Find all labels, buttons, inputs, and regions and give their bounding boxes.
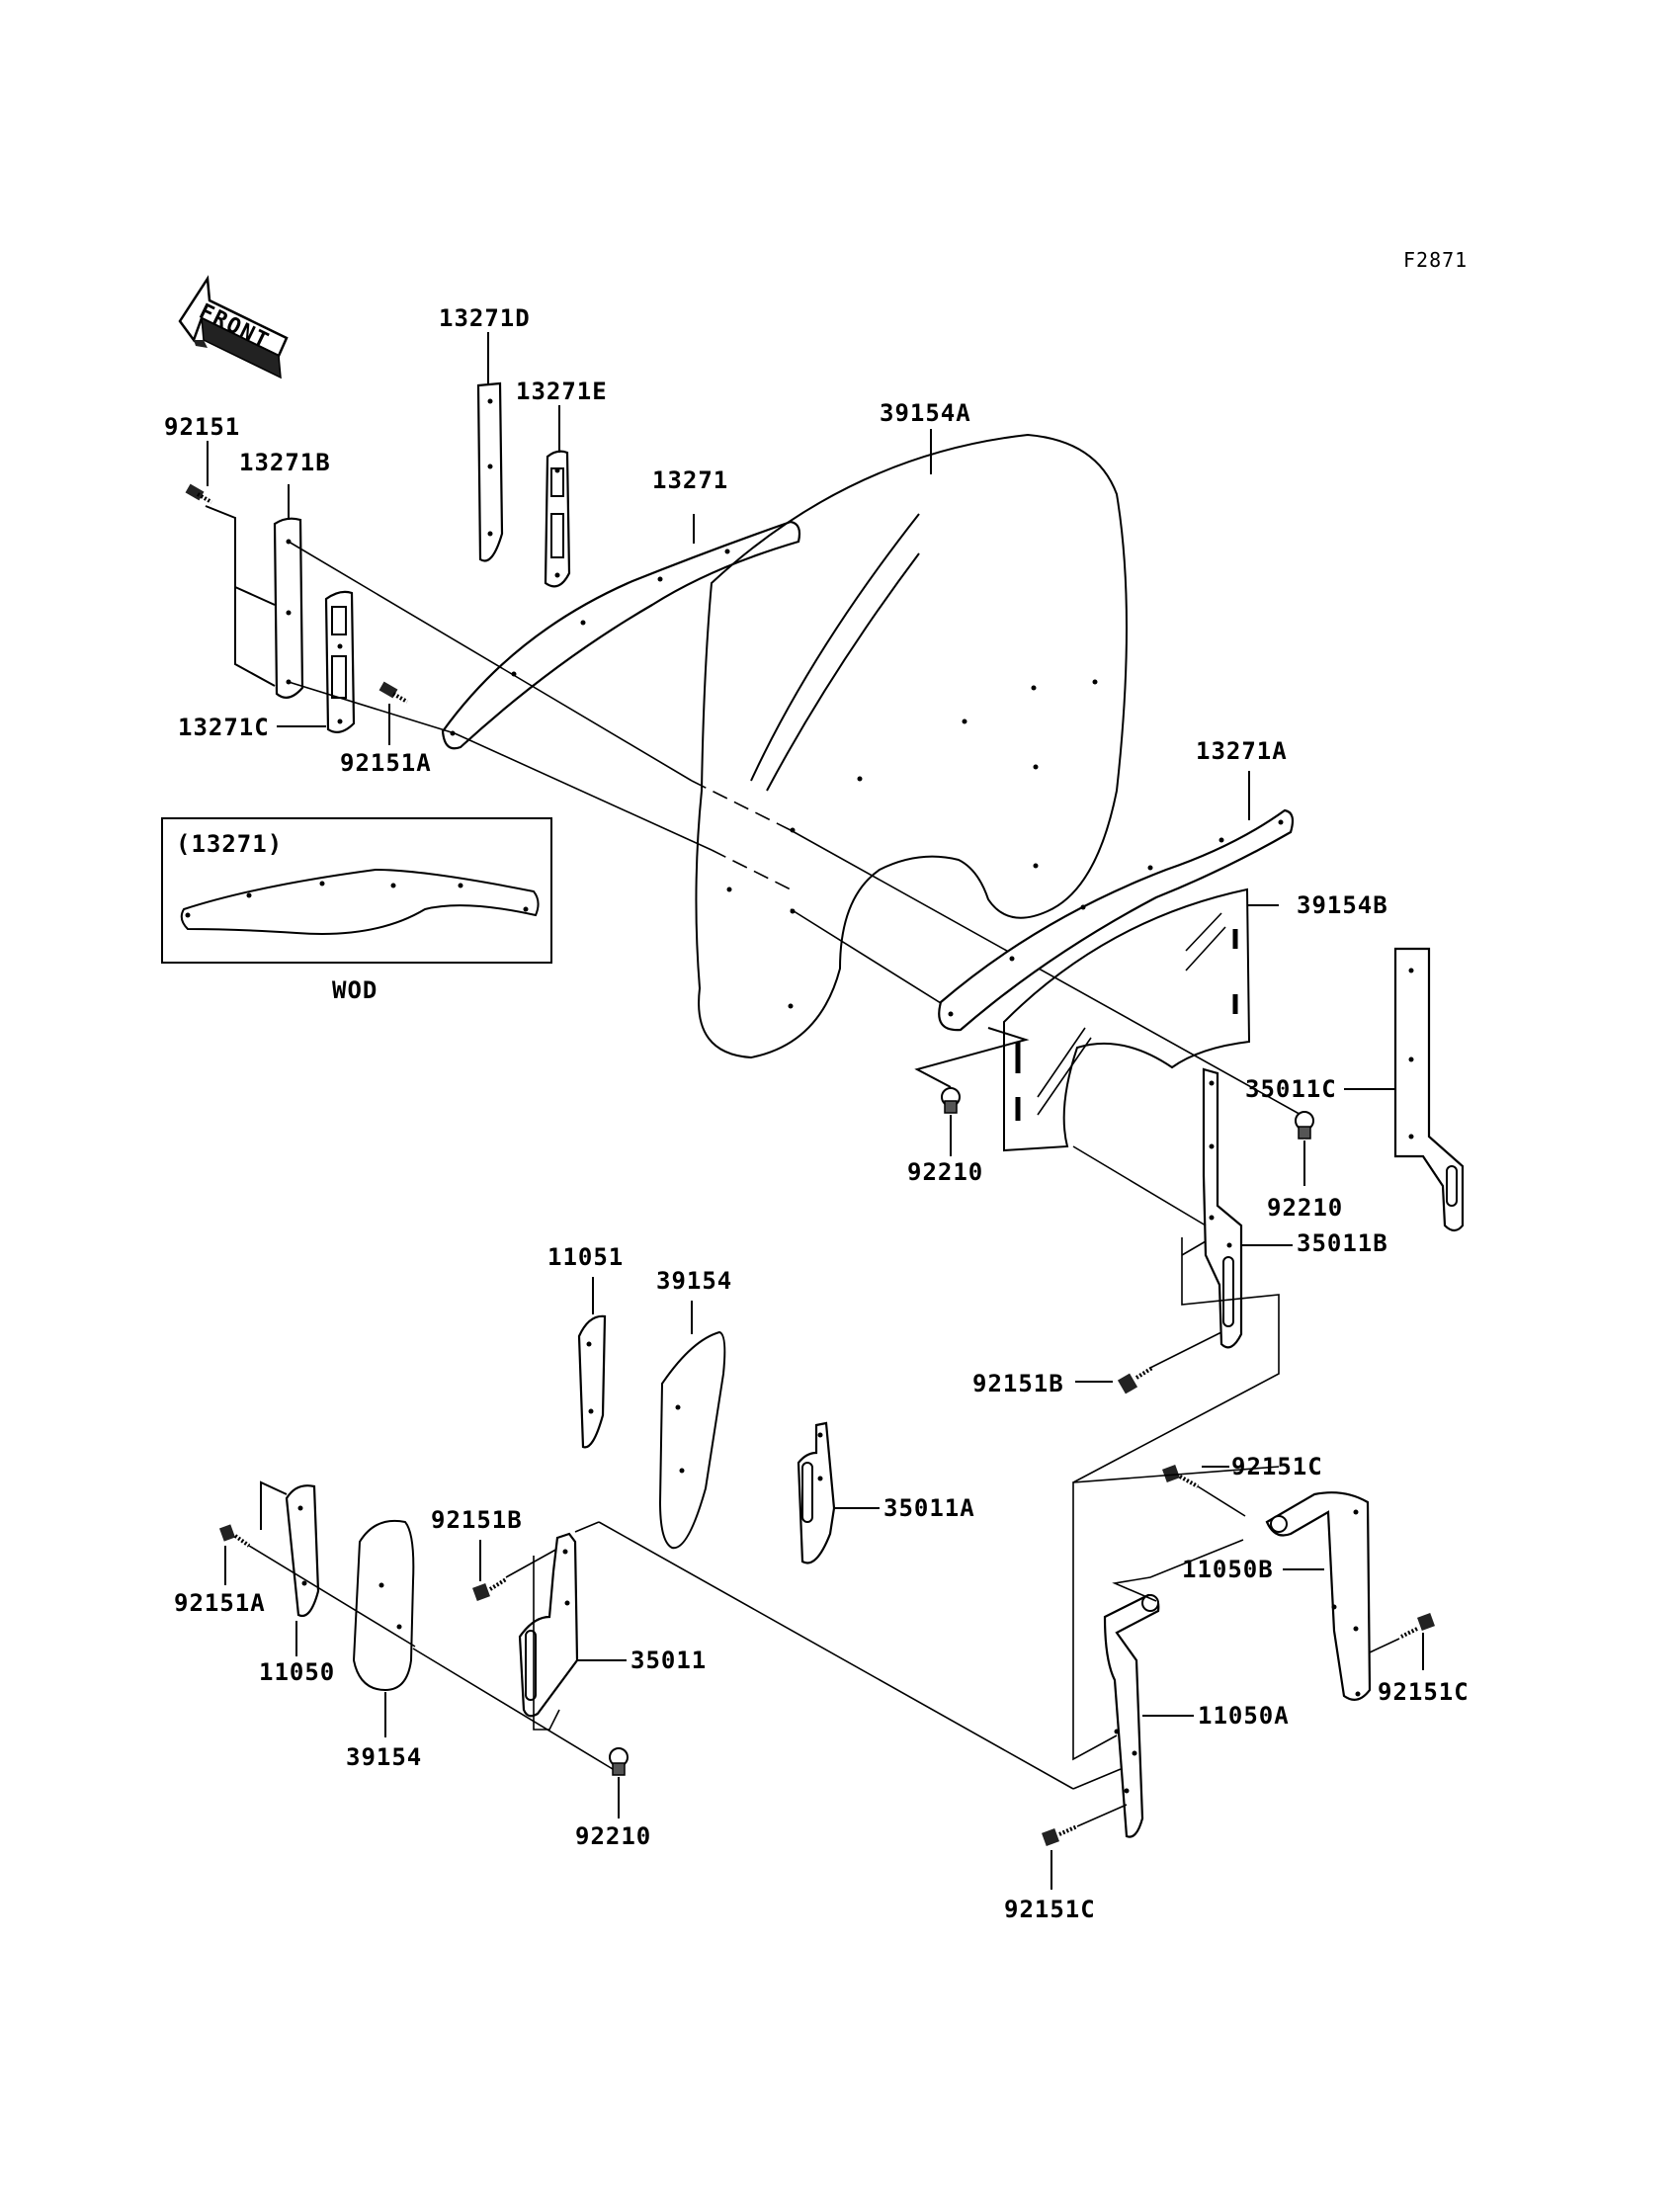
inset-caption: (13271) — [176, 830, 283, 858]
part-35011B — [1202, 1067, 1243, 1349]
part-13271C — [324, 590, 356, 734]
label-13271C: 13271C — [178, 714, 270, 741]
label-13271D: 13271D — [439, 304, 531, 332]
part-39154-upper — [658, 1330, 726, 1550]
bolt-92151A-upper — [378, 681, 408, 704]
nut-92210-bottom — [609, 1747, 629, 1776]
label-92151B-left: 92151B — [431, 1506, 523, 1534]
label-11050A: 11050A — [1198, 1702, 1290, 1730]
bolt-92151A-left — [218, 1524, 251, 1548]
part-13271D — [476, 381, 504, 562]
label-39154B: 39154B — [1297, 891, 1388, 919]
bolt-92151B-left — [472, 1577, 508, 1601]
label-13271: 13271 — [652, 466, 728, 494]
label-92151: 92151 — [164, 413, 240, 441]
label-92210-mid: 92210 — [907, 1158, 983, 1186]
label-92151C-top: 92151C — [1231, 1453, 1323, 1480]
part-39154-lower — [352, 1520, 415, 1692]
part-39154B-lower-shield — [1003, 887, 1251, 1152]
part-35011A — [797, 1421, 836, 1564]
label-11051: 11051 — [547, 1243, 624, 1271]
bolt-92151 — [185, 483, 212, 504]
label-92151C-bottom: 92151C — [1004, 1896, 1096, 1923]
label-35011: 35011 — [630, 1647, 707, 1674]
inset-model-note: WOD — [332, 976, 378, 1004]
part-13271A — [938, 808, 1295, 1032]
part-35011C — [1393, 947, 1465, 1232]
label-39154-lower: 39154 — [346, 1743, 422, 1771]
label-13271A: 13271A — [1196, 737, 1288, 765]
label-13271B: 13271B — [239, 449, 331, 476]
bolt-92151C-top — [1162, 1465, 1199, 1488]
part-13271E — [544, 450, 571, 588]
part-35011 — [518, 1532, 579, 1718]
label-92151A-left: 92151A — [174, 1589, 266, 1617]
part-11050B — [1265, 1491, 1372, 1701]
bolt-92151C-right — [1400, 1613, 1435, 1639]
label-39154A: 39154A — [880, 399, 971, 427]
label-92210-bottom: 92210 — [575, 1822, 651, 1850]
bolt-92151C-bottom — [1042, 1824, 1078, 1846]
part-11051 — [577, 1314, 607, 1449]
label-92151C-right: 92151C — [1378, 1678, 1470, 1706]
bolt-92151B-right — [1117, 1366, 1154, 1394]
front-arrow-icon: FRONT — [178, 275, 289, 380]
part-13271 — [441, 520, 801, 750]
part-39154A-windshield — [695, 433, 1128, 1059]
part-11050A — [1103, 1593, 1160, 1838]
part-13271B — [273, 517, 304, 699]
nut-92210-right — [1295, 1111, 1314, 1140]
label-92151B-right: 92151B — [972, 1370, 1064, 1397]
label-13271E: 13271E — [516, 378, 608, 405]
part-11050 — [285, 1484, 320, 1618]
label-35011A: 35011A — [883, 1494, 975, 1522]
label-35011B: 35011B — [1297, 1229, 1388, 1257]
label-35011C: 35011C — [1245, 1075, 1337, 1103]
label-92151A-upper: 92151A — [340, 749, 432, 777]
label-39154-upper: 39154 — [656, 1267, 732, 1295]
figure-reference: F2871 — [1403, 248, 1468, 272]
label-11050: 11050 — [259, 1658, 335, 1686]
inset-13271-wod: (13271) — [161, 817, 552, 964]
label-11050B: 11050B — [1182, 1556, 1274, 1583]
label-92210-right: 92210 — [1267, 1194, 1343, 1222]
nut-92210-mid — [941, 1087, 961, 1114]
